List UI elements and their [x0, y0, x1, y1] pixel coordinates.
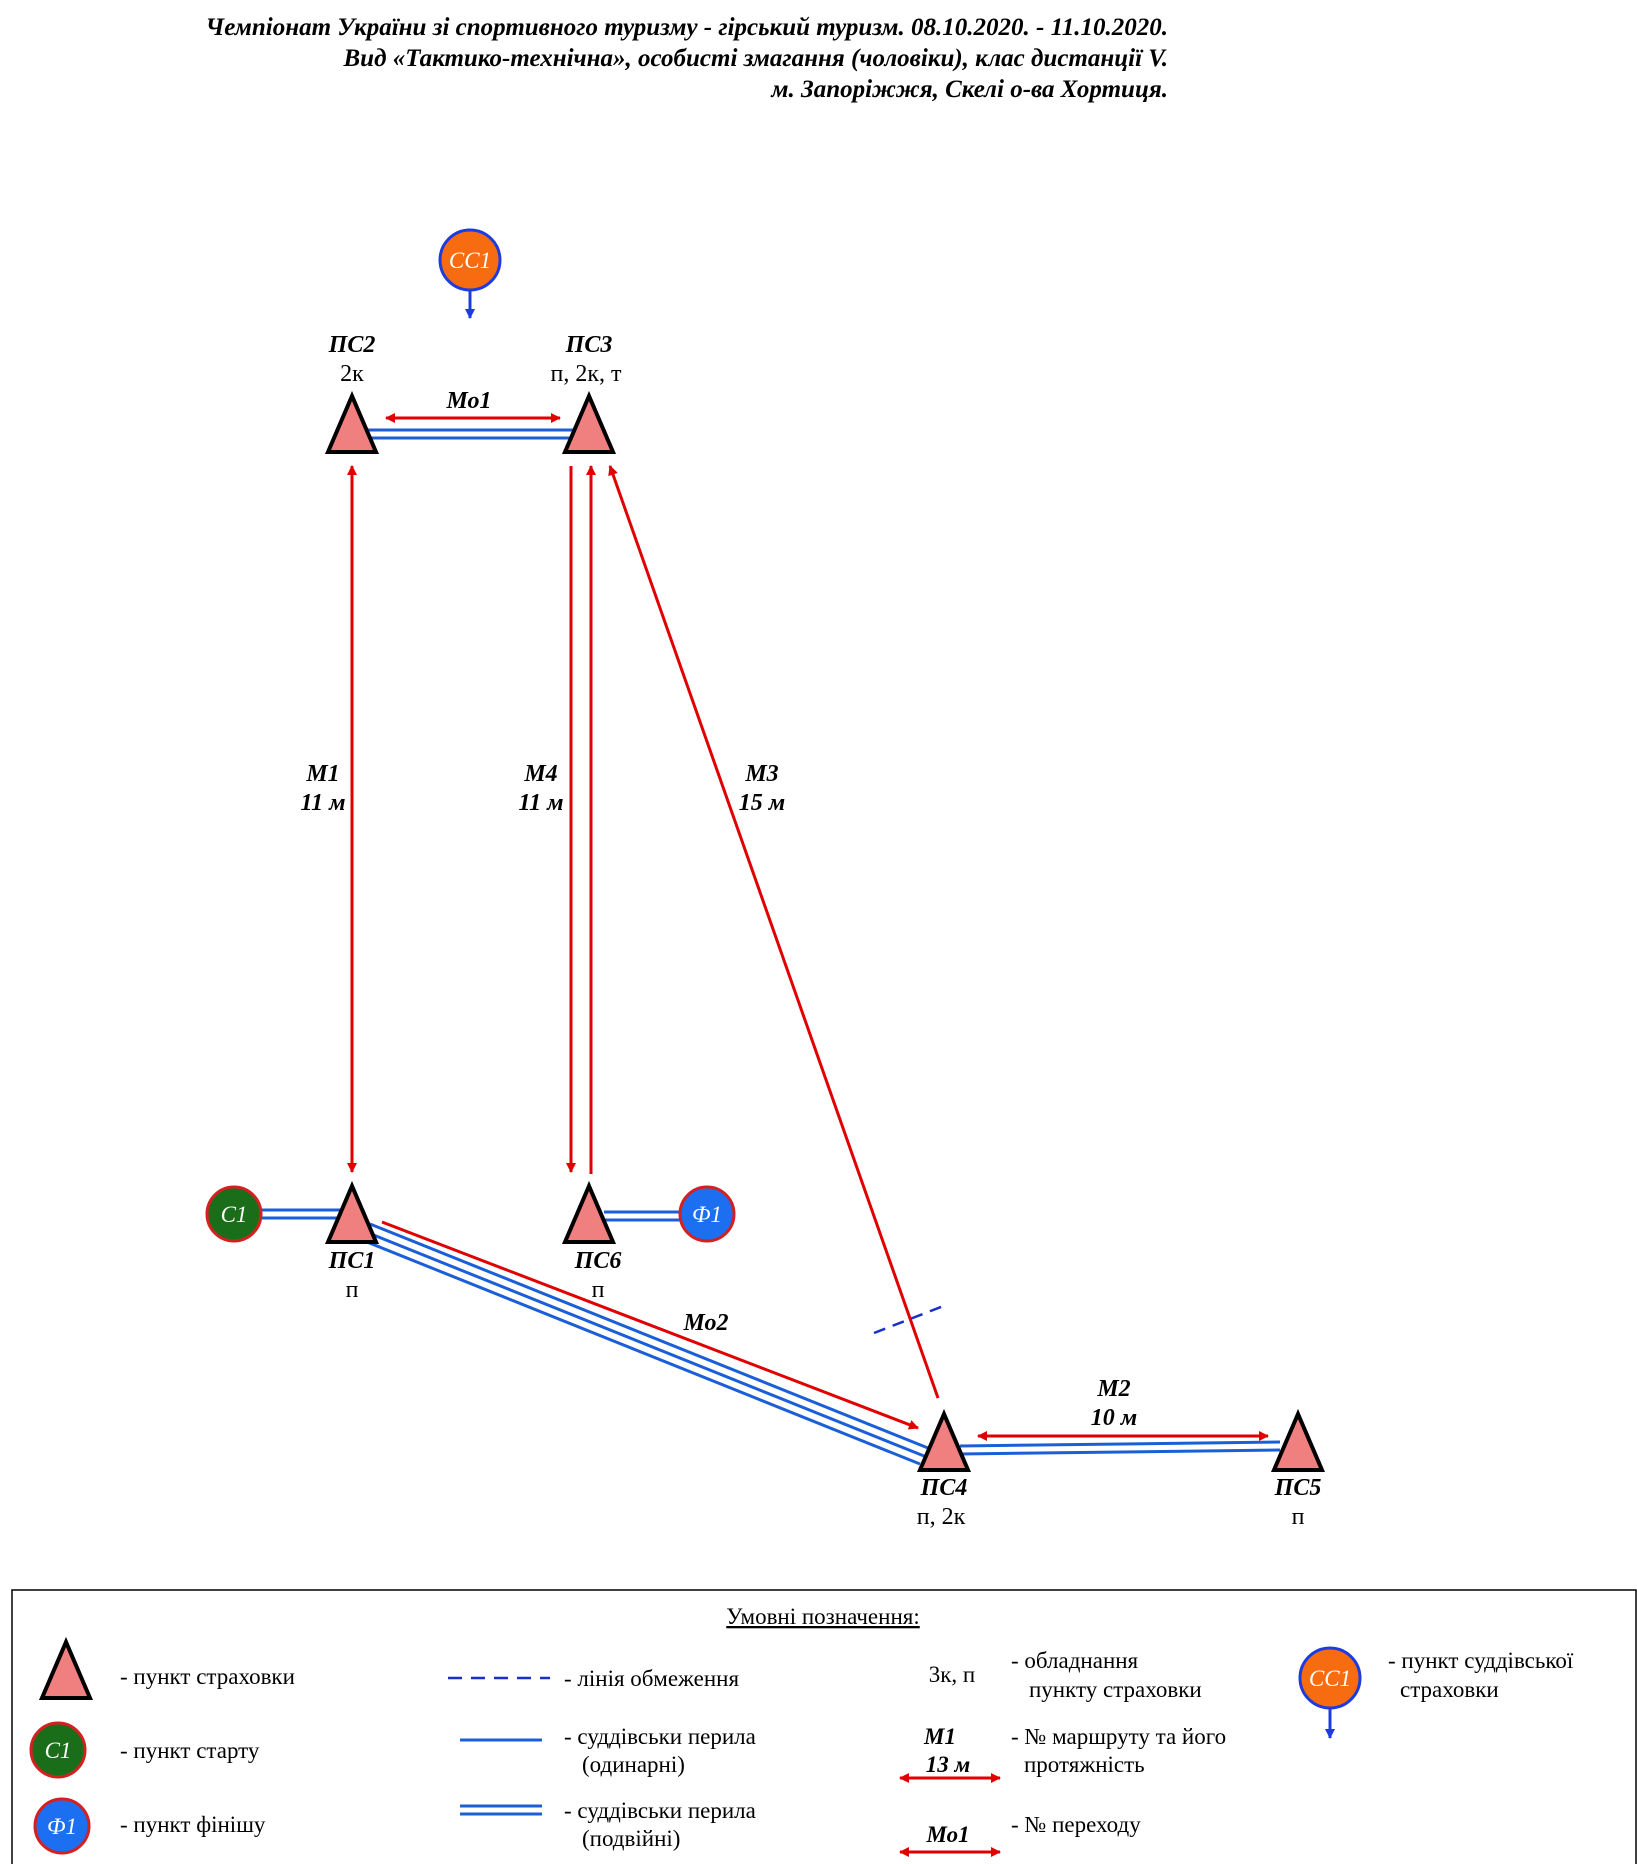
header: Чемпіонат України зі спортивного туризму… — [0, 12, 1168, 105]
legend-rope-double-2: (подвійні) — [582, 1826, 680, 1851]
legend-start-icon-label: С1 — [45, 1738, 72, 1763]
legend-start-point: - пункт старту — [120, 1738, 260, 1763]
ps2-name: ПС2 — [328, 332, 376, 358]
m2-name: М2 — [1096, 1376, 1130, 1402]
ps3-name: ПС3 — [565, 332, 613, 358]
legend-belay-point: - пункт страховки — [120, 1664, 295, 1689]
legend-start-icon — [29, 1721, 87, 1779]
legend-rope-single-2: (одинарні) — [582, 1752, 685, 1777]
rope-ps2-ps3 — [352, 428, 590, 440]
ps4-equipment: п, 2к — [917, 1504, 966, 1530]
finish-point-label: Ф1 — [692, 1202, 722, 1227]
rope-ps1-ps4 — [361, 1222, 929, 1466]
ps6-equipment: п — [592, 1277, 605, 1303]
ps5-name: ПС5 — [1274, 1475, 1322, 1501]
legend-belay-triangle-icon — [38, 1636, 94, 1700]
legend-route-name: М1 — [923, 1724, 956, 1749]
m3-length: 15 м — [739, 790, 785, 816]
legend: Умовні позначення: - пункт страховки С1 … — [11, 1589, 1637, 1864]
restriction-line — [873, 1303, 947, 1335]
legend-restriction-line: - лінія обмеження — [564, 1666, 739, 1691]
m4-name: М4 — [523, 761, 557, 787]
finish-point-f1: Ф1 — [678, 1185, 736, 1243]
route-m3-arrow — [608, 465, 940, 1399]
header-line-1: Чемпіонат України зі спортивного туризму… — [205, 14, 1168, 41]
ps5-triangle-icon — [1270, 1408, 1326, 1472]
legend-finish-icon-label: Ф1 — [47, 1814, 77, 1839]
m1-name: М1 — [305, 761, 339, 787]
ps3-equipment: п, 2к, т — [551, 361, 623, 387]
legend-rope-single-1: - суддівськи перила — [564, 1724, 756, 1749]
m3-name: М3 — [744, 761, 778, 787]
legend-transition-name: Мо1 — [925, 1822, 969, 1847]
start-point-label: С1 — [221, 1202, 248, 1227]
mo2-label: Мо2 — [683, 1310, 729, 1336]
legend-judge-icon-label: СС1 — [1309, 1666, 1351, 1691]
legend-rope-double-icon — [460, 1804, 542, 1816]
header-line-2: Вид «Тактико-технічна», особисті змаганн… — [343, 45, 1169, 72]
judge-point-label: СС1 — [449, 248, 491, 273]
ps3-triangle-icon — [561, 390, 617, 454]
legend-equip-desc-2: пункту страховки — [1029, 1677, 1202, 1702]
ps1-triangle-icon — [324, 1180, 380, 1244]
legend-finish-point: - пункт фінішу — [120, 1812, 266, 1837]
m1-length: 11 м — [300, 790, 345, 816]
mo1-label: Мо1 — [446, 388, 492, 414]
legend-judge-desc-1: - пункт суддівської — [1388, 1648, 1574, 1673]
judge-point-cc1: СС1 — [438, 228, 502, 319]
m4-length: 11 м — [518, 790, 563, 816]
legend-finish-icon — [33, 1797, 91, 1855]
ps2-equipment: 2к — [340, 361, 364, 387]
m2-length: 10 м — [1091, 1405, 1137, 1431]
rope-ps6-finish — [604, 1210, 682, 1222]
ps4-triangle-icon — [916, 1408, 972, 1472]
legend-title: Умовні позначення: — [726, 1604, 919, 1629]
legend-equip-sample: 3к, п — [929, 1662, 975, 1687]
legend-route-length: 13 м — [926, 1752, 971, 1777]
legend-route-desc-1: - № маршруту та його — [1011, 1724, 1226, 1749]
ps1-name: ПС1 — [328, 1248, 376, 1274]
rope-start-ps1 — [258, 1208, 340, 1220]
legend-judge-desc-2: страховки — [1400, 1677, 1499, 1702]
ps6-triangle-icon — [561, 1180, 617, 1244]
ps2-triangle-icon — [324, 390, 380, 454]
legend-rope-double-1: - суддівськи перила — [564, 1798, 756, 1823]
ps5-equipment: п — [1292, 1504, 1305, 1530]
legend-route-desc-2: протяжність — [1024, 1752, 1145, 1777]
legend-transition-desc: - № переходу — [1011, 1812, 1141, 1837]
start-point-c1: С1 — [205, 1185, 263, 1243]
transition-mo2-arrow — [381, 1220, 919, 1430]
legend-equip-desc-1: - обладнання — [1011, 1648, 1139, 1673]
header-line-3: м. Запоріжжя, Скелі о-ва Хортиця. — [771, 76, 1168, 103]
ps6-name: ПС6 — [574, 1248, 622, 1274]
ps4-name: ПС4 — [920, 1475, 968, 1501]
ps1-equipment: п — [346, 1277, 359, 1303]
rope-ps4-ps5 — [959, 1440, 1281, 1456]
